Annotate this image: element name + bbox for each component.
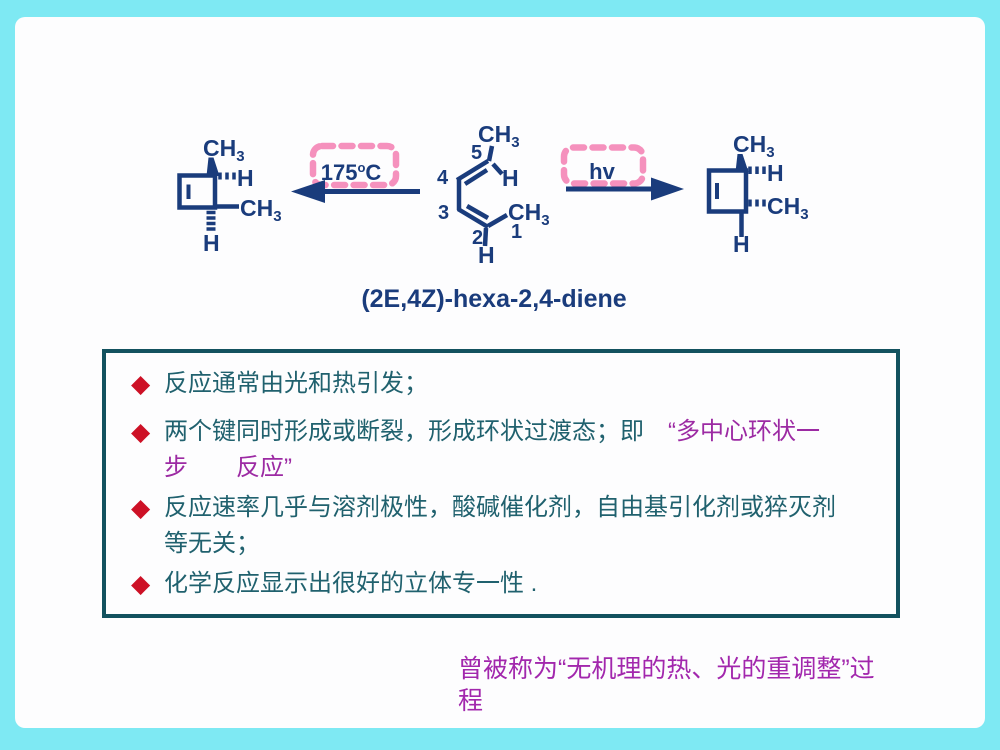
diene-number-4: 4 [437,167,449,189]
diamond-bullet-icon: ◆ [131,370,151,398]
diene-number-1: 1 [511,221,522,243]
diene-double-bond-45-outer [455,159,490,182]
thermal-label: 175oC [321,160,382,185]
key-points-box: ◆ 反应通常由光和热引发； ◆ 两个键同时形成或断裂，形成环状过渡态；即 “多中… [102,349,900,618]
bullet-segment: 反应通常由光和热引发； [164,370,428,397]
left-product: CH3 H CH3 H [177,135,282,256]
list-item: ◆ 反应速率几乎与溶剂极性，酸碱催化剂，自由基引化剂或猝灭剂 等无关； [131,490,878,562]
diene-double-bond-23-inner [465,204,490,220]
left-ring [177,173,218,210]
bottom-caption: 曾被称为“无机理的热、光的重调整”过 程 [458,655,875,715]
diene-double-bond-45-inner [463,168,489,186]
left-arrowhead [291,180,325,203]
right-product: CH3 H CH3 H [706,131,809,257]
right-ch3-top-label: CH3 [733,131,775,161]
bullet-text: 反应速率几乎与溶剂极性，酸碱催化剂，自由基引化剂或猝灭剂 等无关； [164,490,836,562]
diene-number-5: 5 [471,142,482,164]
diene-structure: CH3 H CH3 H 5 4 3 2 1 [437,121,550,268]
diamond-bullet-icon: ◆ [131,570,151,598]
photo-label: hv [589,159,615,184]
bullet-segment: 两个键同时形成或断裂，形成环状过渡态；即 [164,418,644,445]
diene-c2-ch3-bond [486,213,509,228]
bullet-segment: 化学反应显示出很好的立体专一性 . [164,570,538,597]
diene-ch3-right-label: CH3 [508,199,550,229]
diene-h-top-label: H [502,165,519,191]
diene-number-2: 2 [472,227,483,249]
right-ch3-hash-bond [748,199,766,207]
left-h-bottom-hash-bond [206,210,216,231]
left-h-hash-bond [218,172,236,180]
diene-ch3-top-label: CH3 [478,121,520,151]
left-ch3-top-label: CH3 [203,135,245,165]
diene-c2-h-bond [482,227,489,247]
bullet-segment-highlight: “多中心环状一 步 反应” [164,418,820,481]
left-ch3-bottom-label: CH3 [240,195,282,225]
photo-dashed-frame [560,144,647,187]
list-item: ◆ 化学反应显示出很好的立体专一性 . [131,566,878,602]
left-h-bottom-label: H [203,230,220,256]
thermal-dashed-frame [309,142,400,189]
thermal-condition: 175oC [309,142,400,189]
reaction-scheme: CH3 H CH3 H 175oC CH3 H [177,121,809,313]
right-h-bottom-label: H [733,231,750,257]
right-arrowhead [651,177,684,201]
diene-name: (2E,4Z)-hexa-2,4-diene [361,285,626,313]
bullet-text: 化学反应显示出很好的立体专一性 . [164,566,537,602]
diene-number-3: 3 [438,202,449,224]
left-arrow [291,180,420,203]
diene-h-bottom-label: H [478,242,495,268]
left-ch3-wedge-bond [206,157,220,176]
right-ring [706,168,749,214]
diamond-bullet-icon: ◆ [131,418,151,446]
right-arrow [566,177,684,201]
bullet-text: 两个键同时形成或断裂，形成环状过渡态；即 “多中心环状一 步 反应” [164,414,820,486]
left-h-top-label: H [237,165,254,191]
bullet-text: 反应通常由光和热引发； [164,366,428,402]
right-h-top-label: H [767,160,784,186]
right-ch3-bottom-label: CH3 [767,193,809,223]
bullet-segment: 反应速率几乎与溶剂极性，酸碱催化剂，自由基引化剂或猝灭剂 等无关； [164,494,836,557]
diene-c5-ch3-bond [486,145,495,162]
right-ch3-wedge-bond [735,154,749,172]
diene-double-bond-23-outer [456,207,490,229]
list-item: ◆ 反应通常由光和热引发； [131,366,878,402]
diene-c5-h-bond [491,162,504,176]
photo-condition: hv [560,144,647,187]
right-h-hash-bond [748,166,766,174]
diamond-bullet-icon: ◆ [131,494,151,522]
list-item: ◆ 两个键同时形成或断裂，形成环状过渡态；即 “多中心环状一 步 反应” [131,414,878,486]
